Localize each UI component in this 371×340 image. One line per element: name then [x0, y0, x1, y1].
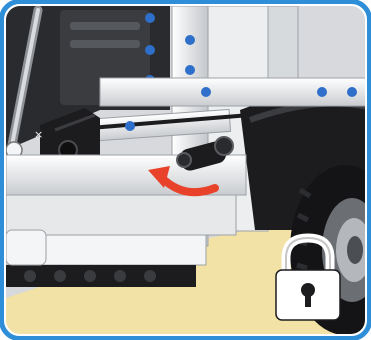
svg-text:×: ×	[34, 128, 43, 141]
upper-beam	[100, 78, 371, 106]
